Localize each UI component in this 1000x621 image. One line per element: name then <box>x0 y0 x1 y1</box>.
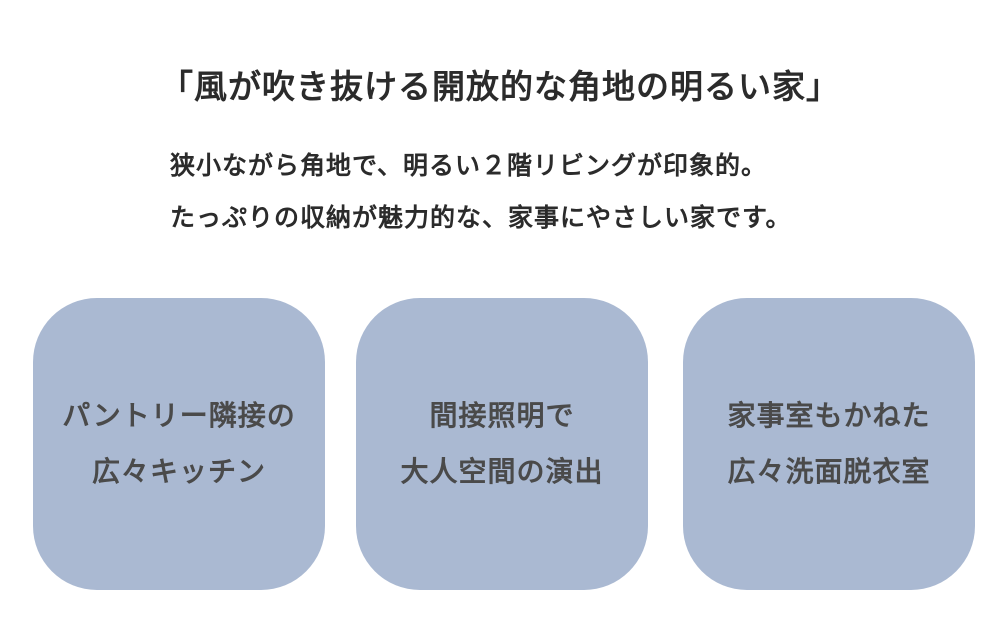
headline: 「風が吹き抜ける開放的な角地の明るい家」 <box>160 67 840 107</box>
feature-card-text: 間接照明で <box>429 399 575 432</box>
feature-card-text: 大人空間の演出 <box>400 455 604 488</box>
feature-card-text: 広々洗面脱衣室 <box>727 455 931 488</box>
feature-card-text: 家事室もかねた <box>727 399 931 432</box>
feature-card-text: パントリー隣接の <box>62 399 296 432</box>
feature-cards: パントリー隣接の 広々キッチン 間接照明で 大人空間の演出 家事室もかねた 広々… <box>0 298 1000 591</box>
description-line: たっぷりの収納が魅力的な、家事にやさしい家です。 <box>170 203 792 232</box>
feature-card-text: 広々キッチン <box>91 455 266 488</box>
feature-card-lighting: 間接照明で 大人空間の演出 <box>356 298 648 590</box>
description: 狭小ながら角地で、明るい２階リビングが印象的。 たっぷりの収納が魅力的な、家事に… <box>170 140 930 244</box>
feature-card-washroom: 家事室もかねた 広々洗面脱衣室 <box>683 298 975 590</box>
feature-card-kitchen: パントリー隣接の 広々キッチン <box>33 298 325 590</box>
description-line: 狭小ながら角地で、明るい２階リビングが印象的。 <box>170 151 768 180</box>
